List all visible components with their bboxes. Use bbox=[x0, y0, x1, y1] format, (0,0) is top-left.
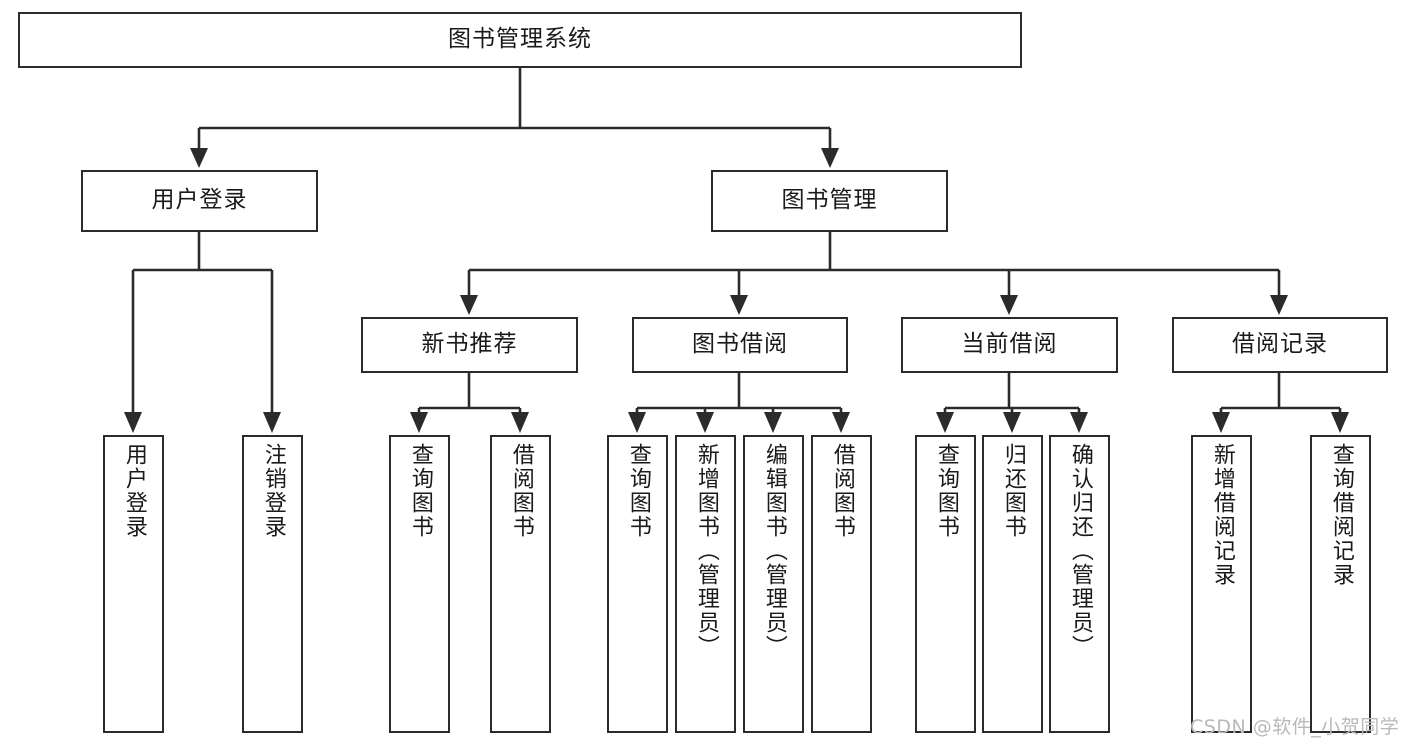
leaf-query-borrow-record[interactable]: 查询借阅记录 bbox=[1310, 435, 1371, 733]
leaf-add-borrow-record[interactable]: 新增借阅记录 bbox=[1191, 435, 1252, 733]
node-book-management[interactable]: 图书管理 bbox=[711, 170, 948, 232]
leaf-confirm-return-admin[interactable]: 确认归还（管理员） bbox=[1049, 435, 1110, 733]
leaf-query-book-current[interactable]: 查询图书 bbox=[915, 435, 976, 733]
node-book-borrow[interactable]: 图书借阅 bbox=[632, 317, 848, 373]
node-current-borrow[interactable]: 当前借阅 bbox=[901, 317, 1118, 373]
leaf-edit-book-admin[interactable]: 编辑图书（管理员） bbox=[743, 435, 804, 733]
leaf-add-book-admin[interactable]: 新增图书（管理员） bbox=[675, 435, 736, 733]
leaf-user-login[interactable]: 用户登录 bbox=[103, 435, 164, 733]
leaf-query-book-borrow[interactable]: 查询图书 bbox=[607, 435, 668, 733]
node-borrow-record[interactable]: 借阅记录 bbox=[1172, 317, 1388, 373]
node-root[interactable]: 图书管理系统 bbox=[18, 12, 1022, 68]
leaf-query-book-new[interactable]: 查询图书 bbox=[389, 435, 450, 733]
leaf-return-book[interactable]: 归还图书 bbox=[982, 435, 1043, 733]
leaf-borrow-book[interactable]: 借阅图书 bbox=[811, 435, 872, 733]
node-new-book-recommend[interactable]: 新书推荐 bbox=[361, 317, 578, 373]
leaf-borrow-book-new[interactable]: 借阅图书 bbox=[490, 435, 551, 733]
node-user-login[interactable]: 用户登录 bbox=[81, 170, 318, 232]
leaf-logout[interactable]: 注销登录 bbox=[242, 435, 303, 733]
